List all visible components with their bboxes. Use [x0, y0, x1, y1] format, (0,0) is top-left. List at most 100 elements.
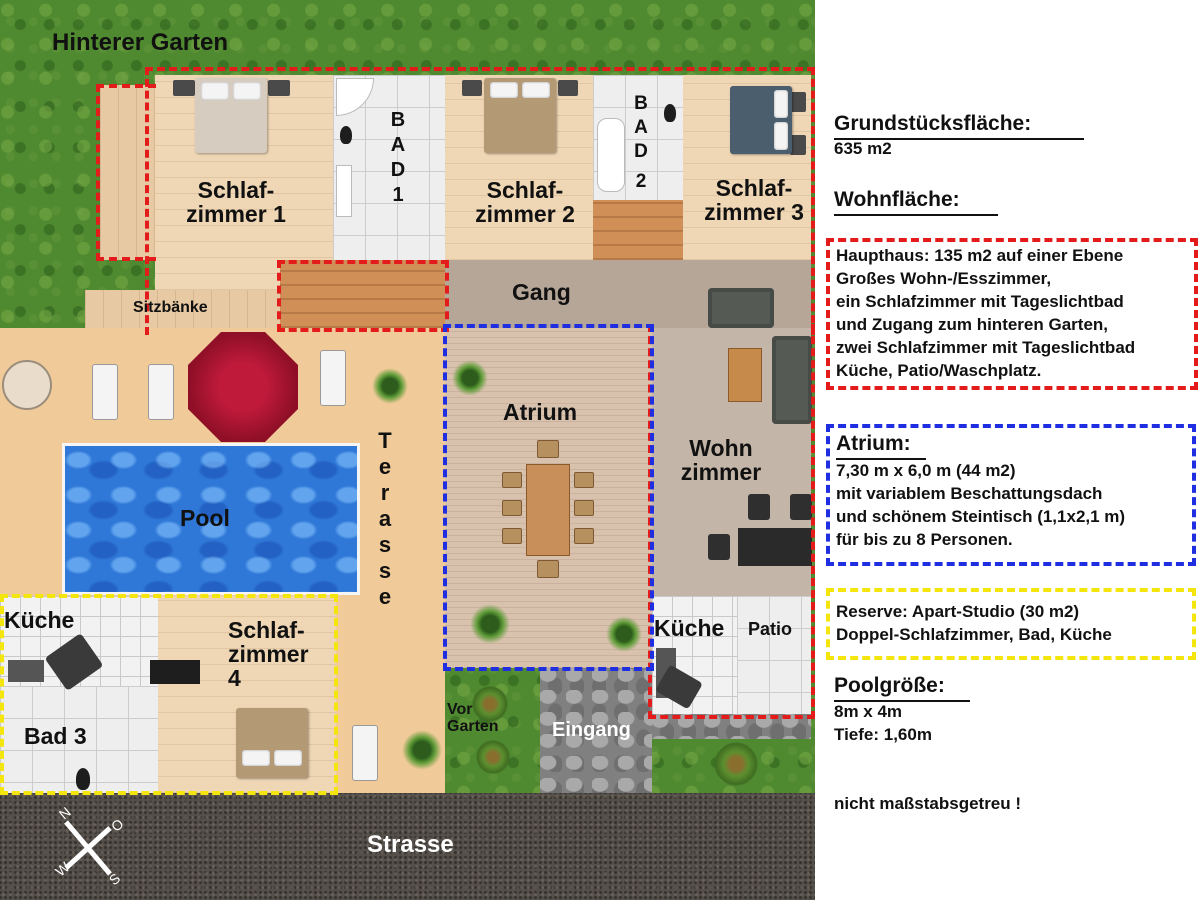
pool-text: 8m x 4m Tiefe: 1,60m	[834, 700, 932, 746]
parasol	[188, 332, 298, 442]
label-char: T	[378, 428, 392, 453]
chair	[574, 472, 594, 488]
chair	[537, 560, 559, 578]
info-line: Tiefe: 1,60m	[834, 725, 932, 744]
info-line: Reserve: Apart-Studio (30 m2)	[836, 602, 1080, 621]
label-char: e	[378, 584, 392, 609]
label-schlafzimmer-3: Schlaf- zimmer 3	[684, 176, 815, 224]
label-hinterer-garten: Hinterer Garten	[52, 29, 229, 56]
sofa	[772, 336, 812, 424]
label-char: s	[378, 558, 392, 583]
shrub	[476, 740, 510, 774]
nightstand	[558, 80, 578, 96]
sink	[336, 165, 352, 217]
atrium-box	[826, 424, 1196, 566]
label-char: 2	[635, 171, 647, 192]
atrium-title: Atrium:	[836, 432, 911, 455]
label-strasse: Strasse	[367, 831, 454, 858]
info-line: für bis zu 8 Personen.	[836, 530, 1013, 549]
info-line: und Zugang zum hinteren Garten,	[836, 315, 1108, 334]
label-atrium: Atrium	[503, 399, 578, 425]
info-line: Haupthaus: 135 m2 auf einer Ebene	[836, 246, 1124, 265]
label-line: Wohn	[689, 435, 753, 461]
label-char: e	[378, 454, 392, 479]
label-kueche-links: Küche	[4, 607, 75, 633]
label-line: Schlaf-	[486, 177, 564, 203]
corridor-outline	[277, 260, 449, 332]
label-schlafzimmer-2: Schlaf- zimmer 2	[455, 178, 595, 226]
toilet	[664, 104, 676, 122]
label-vorgarten: Vor Garten	[447, 701, 499, 736]
label-char: B	[390, 109, 406, 131]
label-char: 1	[392, 184, 404, 206]
label-line: zimmer 1	[186, 201, 286, 228]
armchair	[748, 494, 770, 520]
shrub	[472, 686, 508, 722]
grundstueck-underline	[834, 138, 1084, 140]
compass: N O W S	[52, 804, 126, 889]
atrium-underline	[836, 458, 926, 460]
label-schlafzimmer-4: Schlaf- zimmer 4	[228, 618, 309, 691]
haupthaus-box	[826, 238, 1198, 390]
label-char: B	[634, 93, 648, 114]
pillow	[774, 90, 788, 118]
chair	[502, 472, 522, 488]
pool-underline	[834, 700, 970, 702]
label-char: s	[378, 532, 392, 557]
label-eingang: Eingang	[552, 719, 631, 741]
wohnflaeche-title: Wohnfläche:	[834, 188, 960, 211]
nightstand	[173, 80, 195, 96]
pillow	[201, 82, 229, 100]
scale-note: nicht maßstabsgetreu !	[834, 794, 1022, 813]
stone-table	[526, 464, 570, 556]
label-patio: Patio	[748, 619, 793, 639]
armchair	[708, 534, 730, 560]
pool-title: Poolgröße:	[834, 674, 945, 697]
reserve-outline	[0, 594, 338, 795]
wohnflaeche-underline	[834, 214, 998, 216]
atrium-outline	[443, 324, 654, 671]
tv-console	[738, 528, 812, 566]
pillow	[274, 750, 302, 766]
label-sitzbaenke: Sitzbänke	[133, 299, 208, 316]
reserve-box	[826, 588, 1196, 660]
stove	[8, 660, 44, 682]
potted-plant	[402, 730, 442, 770]
label-line: Schlaf-	[197, 177, 275, 203]
grundstueck-title: Grundstücksfläche:	[834, 112, 1032, 135]
main-house-outline-right	[648, 324, 815, 719]
label-pool: Pool	[180, 505, 230, 531]
main-house-outline-top	[145, 67, 815, 335]
label-char: a	[378, 506, 392, 531]
label-terasse: T e r a s s e	[374, 428, 396, 610]
pillow	[490, 82, 518, 98]
label-line: Vor	[447, 701, 473, 718]
bathtub	[597, 118, 625, 192]
bedroom1-deck-outline	[96, 84, 156, 261]
potted-plant	[470, 604, 510, 644]
round-table	[2, 360, 52, 410]
potted-plant	[606, 616, 642, 652]
info-line: und schönem Steintisch (1,1x2,1 m)	[836, 507, 1126, 526]
chair	[537, 440, 559, 458]
label-line: zimmer	[228, 641, 309, 668]
label-char: D	[634, 141, 648, 162]
chair	[574, 528, 594, 544]
label-bad-2: B A D 2	[630, 92, 652, 194]
patio-floor	[737, 596, 811, 714]
info-line: 7,30 m x 6,0 m (44 m2)	[836, 461, 1016, 480]
coffee-table	[728, 348, 762, 402]
sofa	[708, 288, 774, 328]
nightstand	[790, 135, 806, 155]
sun-lounger	[92, 364, 118, 420]
chair	[502, 500, 522, 516]
toilet	[76, 768, 90, 790]
label-kueche-rechts: Küche	[654, 615, 725, 641]
label-gang: Gang	[512, 279, 571, 305]
compass-arrows-icon	[64, 820, 112, 876]
chair	[574, 500, 594, 516]
label-line: zimmer 3	[704, 199, 804, 226]
label-char: r	[380, 480, 390, 505]
chair	[502, 528, 522, 544]
label-line: zimmer 2	[475, 201, 575, 228]
